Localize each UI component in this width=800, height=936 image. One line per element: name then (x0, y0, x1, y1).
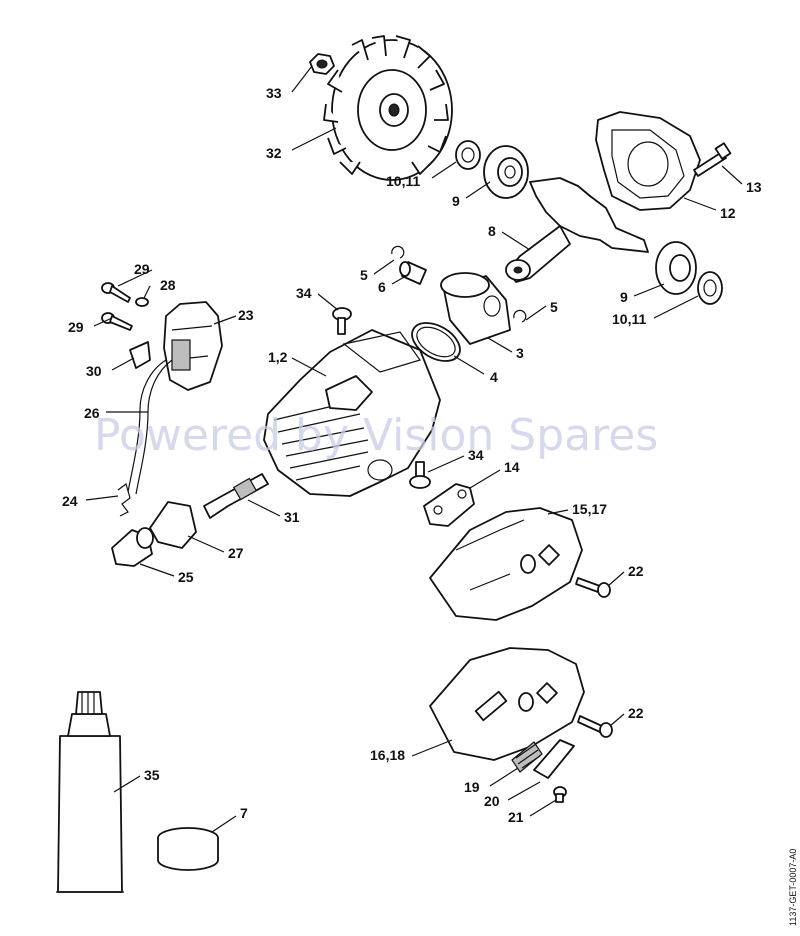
screw-34-lower-part (409, 461, 431, 489)
callout-13: 13 (746, 179, 762, 195)
muffler-lower-part (429, 647, 585, 761)
callout-33: 33 (266, 85, 282, 101)
callout-20: 20 (484, 793, 500, 809)
ignition-module-part (163, 301, 223, 391)
callout-10-11-upper: 10,11 (386, 173, 420, 189)
spark-plug-part (203, 473, 269, 519)
cylinder-part (263, 329, 441, 497)
callout-19: 19 (464, 779, 480, 795)
crankshaft-part (505, 177, 649, 283)
callout-7: 7 (240, 805, 248, 821)
callout-35: 35 (144, 767, 160, 783)
watermark-text: Powered by Vision Spares (94, 410, 658, 461)
callout-21: 21 (508, 809, 524, 825)
callout-labels: 33 32 10,11 9 13 12 8 5 6 29 28 34 5 9 1… (62, 85, 762, 825)
callout-29-upper: 29 (134, 261, 150, 277)
oil-seal-upper-part (455, 140, 481, 170)
callout-5-upper: 5 (360, 267, 368, 283)
callout-24: 24 (62, 493, 78, 509)
oil-seal-lower-part (697, 271, 723, 305)
callout-9-upper: 9 (452, 193, 460, 209)
spark-plug-boot-part (111, 527, 154, 567)
piston-part (440, 272, 511, 345)
callout-6: 6 (378, 279, 386, 295)
callout-31: 31 (284, 509, 300, 525)
callout-16-18: 16,18 (370, 747, 405, 763)
callout-1-2: 1,2 (268, 349, 288, 365)
callout-3: 3 (516, 345, 524, 361)
callout-34-upper: 34 (296, 285, 312, 301)
circlip-lower-part (513, 309, 527, 323)
muffler-upper-part (429, 507, 583, 621)
screw-29-lower-part (101, 312, 133, 331)
callout-29-lower: 29 (68, 319, 84, 335)
callout-30: 30 (86, 363, 102, 379)
callout-22-lower: 22 (628, 705, 644, 721)
document-code: 1137-GET-0007-A0 (788, 849, 798, 926)
screw-29-upper-part (101, 282, 131, 303)
cap-27-part (149, 501, 197, 549)
piston-pin-part (399, 261, 427, 285)
callout-28: 28 (160, 277, 176, 293)
flywheel-nut-part (309, 53, 335, 75)
crankcase-part (595, 111, 701, 211)
screw-22-upper-part (575, 577, 611, 598)
screw-34-upper-part (332, 307, 352, 335)
spring-24-part (117, 482, 131, 517)
cylinder-gasket-part (411, 322, 461, 362)
grease-tube-part (56, 691, 124, 893)
muffler-gasket-part (423, 483, 475, 527)
callout-25: 25 (178, 569, 194, 585)
callout-34-lower: 34 (468, 447, 484, 463)
leader-lines (85, 65, 743, 833)
callout-26: 26 (84, 405, 100, 421)
callout-27: 27 (228, 545, 244, 561)
callout-32: 32 (266, 145, 282, 161)
callout-9-lower: 9 (620, 289, 628, 305)
cover-20-part (533, 739, 575, 779)
flywheel-part (323, 35, 453, 181)
callout-4: 4 (490, 369, 498, 385)
callout-10-11-lower: 10,11 (612, 311, 646, 327)
ball-bearing-upper-part (483, 145, 529, 199)
callout-5-lower: 5 (550, 299, 558, 315)
callout-8: 8 (488, 223, 496, 239)
callout-14: 14 (504, 459, 520, 475)
ring-7-part (157, 827, 219, 871)
terminal-30-part (129, 341, 151, 369)
callout-23: 23 (238, 307, 254, 323)
screw-22-lower-part (577, 715, 613, 738)
circlip-upper-part (391, 245, 405, 259)
washer-28-part (135, 297, 149, 307)
screw-13-part (693, 142, 732, 177)
ball-bearing-lower-part (655, 241, 697, 295)
callout-22-upper: 22 (628, 563, 644, 579)
callout-12: 12 (720, 205, 736, 221)
screw-21-part (553, 786, 567, 803)
callout-15-17: 15,17 (572, 501, 607, 517)
